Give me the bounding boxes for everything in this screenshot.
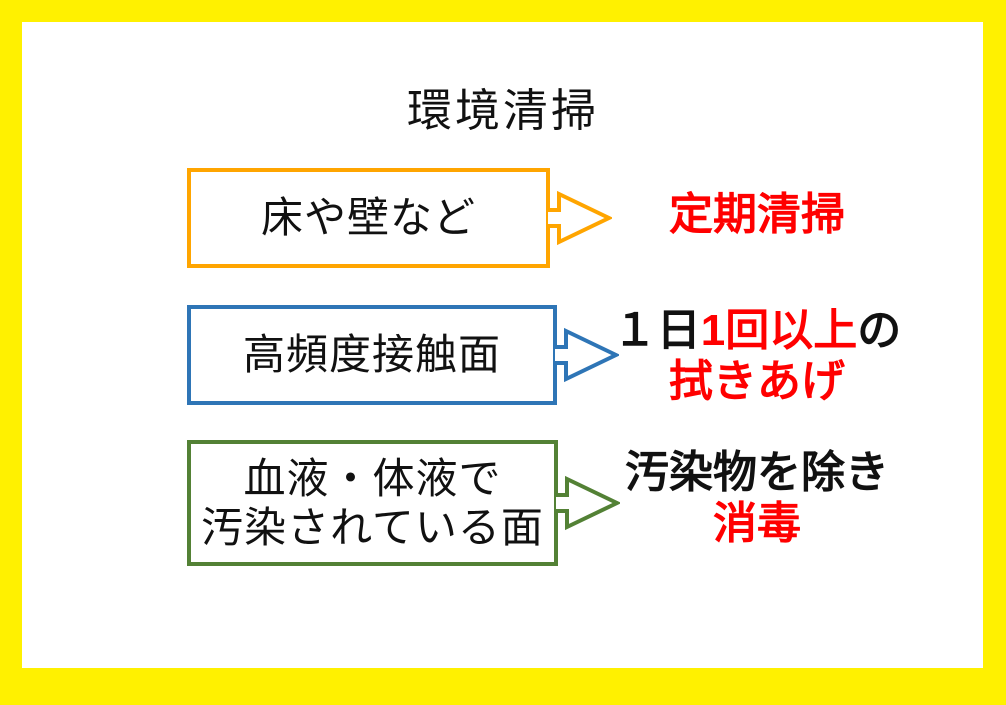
result-text-segment: 定期清掃: [669, 190, 845, 239]
result-label-regular-cleaning: 定期清掃: [592, 189, 922, 240]
result-line: 拭きあげ: [592, 356, 922, 407]
category-box-label: 汚染されている面: [201, 504, 544, 551]
right-arrow-icon: [553, 327, 619, 383]
right-arrow-icon: [546, 190, 612, 246]
result-line: 汚染物を除き: [592, 447, 922, 498]
right-arrow-icon: [554, 475, 620, 531]
result-text-segment: １日: [612, 306, 701, 355]
result-text-segment: 1回以上: [700, 306, 858, 355]
result-line: １日1回以上の: [592, 305, 922, 356]
result-label-disinfection: 汚染物を除き 消毒: [592, 447, 922, 549]
result-text-segment: 汚染物を除き: [625, 448, 889, 497]
page-title: 環境清掃: [406, 85, 599, 136]
result-line: 定期清掃: [592, 189, 922, 240]
category-box-contaminated-surfaces: 血液・体液で 汚染されている面: [187, 440, 558, 566]
category-box-label: 床や壁など: [260, 194, 476, 242]
category-box-label: 高頻度接触面: [242, 331, 501, 379]
result-label-daily-wiping: １日1回以上の 拭きあげ: [592, 305, 922, 407]
category-box-high-touch-surfaces: 高頻度接触面: [187, 305, 557, 405]
category-box-floors-walls: 床や壁など: [187, 168, 550, 268]
result-text-segment: 拭きあげ: [669, 357, 845, 406]
result-text-segment: 消毒: [713, 499, 801, 548]
result-text-segment: の: [857, 306, 902, 355]
result-line: 消毒: [592, 498, 922, 549]
category-box-label: 血液・体液で: [243, 454, 502, 502]
